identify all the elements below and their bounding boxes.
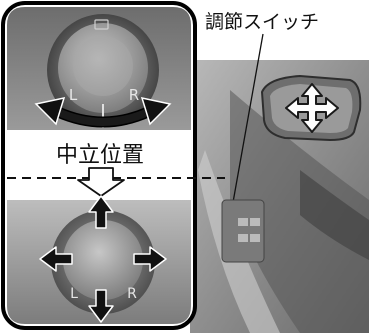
neutral-label-band [7, 132, 191, 170]
bottom-dial-left-label: L [70, 286, 78, 302]
inset-bottom-photo [7, 200, 191, 324]
curved-double-arrow-icon [34, 96, 172, 128]
arrow-up-icon [88, 195, 114, 229]
door-switch-panel [221, 199, 265, 263]
top-dial-right-label: R [129, 86, 139, 104]
four-direction-arrows-icon [39, 195, 167, 323]
arrow-down-icon [88, 289, 114, 323]
top-dial-left-label: L [69, 86, 78, 104]
neutral-position-label: 中立位置 [56, 143, 144, 168]
bottom-dial-right-label: R [127, 286, 137, 302]
arrow-right-icon [133, 246, 167, 272]
arrow-left-icon [39, 246, 73, 272]
callout-leader-line [231, 33, 264, 209]
hollow-down-arrow-icon [77, 167, 125, 197]
switch-label: 調節スイッチ [205, 11, 319, 33]
door-photo [190, 10, 369, 333]
four-way-arrow-icon [285, 83, 339, 133]
